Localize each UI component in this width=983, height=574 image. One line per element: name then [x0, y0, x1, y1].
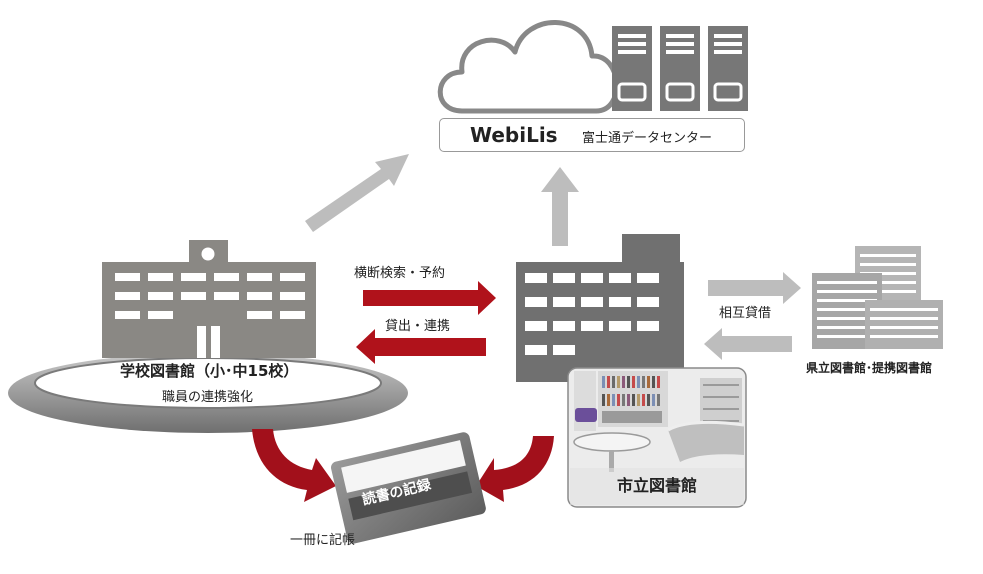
city-office-building-icon	[516, 234, 684, 382]
prefectural-library-label: 県立図書館･提携図書館	[806, 361, 933, 375]
server-icon	[660, 26, 700, 111]
interlibrary-loan-in-arrow	[704, 328, 792, 360]
city-library-interior-image	[567, 367, 747, 508]
server-icon	[708, 26, 748, 111]
cloud-icon	[437, 20, 620, 114]
lending-cooperation-arrow	[356, 329, 486, 364]
lending-cooperation-label: 貸出・連携	[385, 319, 451, 334]
school-library-label: 学校図書館（小･中15校）	[120, 362, 299, 380]
school-library-note: 職員の連携強化	[162, 390, 254, 405]
reading-record-card-icon	[330, 432, 486, 544]
search-reserve-arrow	[363, 281, 496, 315]
reading-record-caption: 一冊に記帳	[290, 533, 356, 548]
server-rack-icon	[612, 26, 748, 111]
city-library-label: 市立図書館	[617, 476, 698, 495]
school-building-icon	[102, 240, 316, 358]
school-to-reading-record-arrow	[252, 429, 336, 502]
interlibrary-loan-label: 相互貸借	[719, 306, 772, 321]
city-to-cloud-arrow	[541, 167, 579, 246]
webilis-name: WebiLis	[470, 123, 558, 147]
school-to-cloud-arrow	[305, 154, 409, 232]
webilis-system-box: WebiLis 富士通データセンター	[439, 118, 745, 152]
webilis-datacenter-label: 富士通データセンター	[582, 131, 713, 146]
interlibrary-loan-out-arrow	[708, 272, 801, 304]
prefectural-library-buildings-icon	[812, 246, 943, 349]
school-floor-ellipse	[8, 353, 408, 433]
server-icon	[612, 26, 652, 111]
search-reserve-label: 横断検索・予約	[354, 266, 446, 281]
city-to-reading-record-arrow	[476, 436, 554, 502]
